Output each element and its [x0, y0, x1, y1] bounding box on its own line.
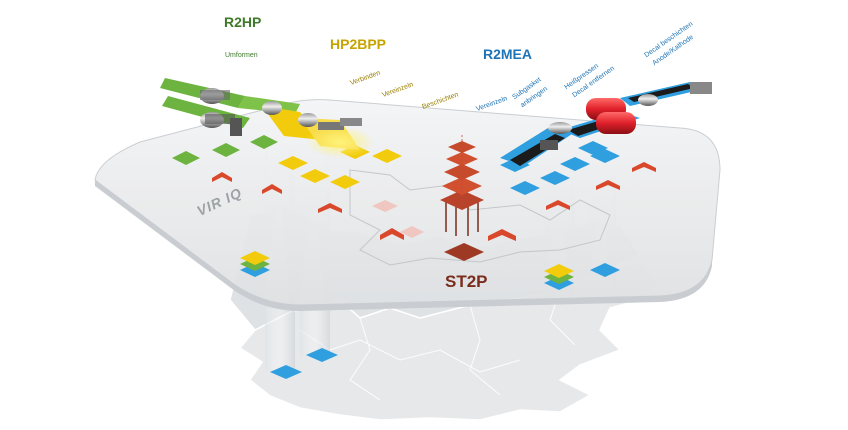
chevron-icon: [632, 162, 656, 172]
chevron-icon: [318, 203, 342, 213]
chevron-icon: [546, 200, 570, 210]
chevron-icon: [488, 229, 516, 241]
st2p-tower: [440, 135, 484, 261]
map-tile-stack-right: [544, 264, 574, 290]
group-title-st2p: ST2P: [445, 272, 488, 291]
tiles-green: [172, 135, 278, 165]
chevrons: [212, 162, 656, 241]
tiles-blue: [500, 141, 620, 195]
hp2bpp-machine: [230, 101, 374, 158]
group-title-r2hp: R2HP: [224, 14, 262, 30]
r2mea-machine: [500, 82, 712, 166]
group-title-r2mea: R2MEA: [483, 46, 533, 62]
chevron-icon: [262, 184, 282, 194]
group-title-hp2bpp: HP2BPP: [330, 36, 387, 52]
platform-edge: [95, 180, 712, 311]
map-tile-blue-3: [590, 263, 620, 277]
map-tile-blue-2: [306, 348, 338, 362]
chevron-icon: [380, 228, 404, 240]
map-tile-stack-left: [240, 251, 270, 277]
step-label-umformen: Umformen: [225, 52, 258, 59]
tile-faint-1: [372, 200, 398, 212]
chevron-icon: [212, 172, 232, 182]
map-tile-blue-1: [270, 365, 302, 379]
chevron-icon: [596, 180, 620, 190]
tile-faint-2: [400, 226, 424, 238]
